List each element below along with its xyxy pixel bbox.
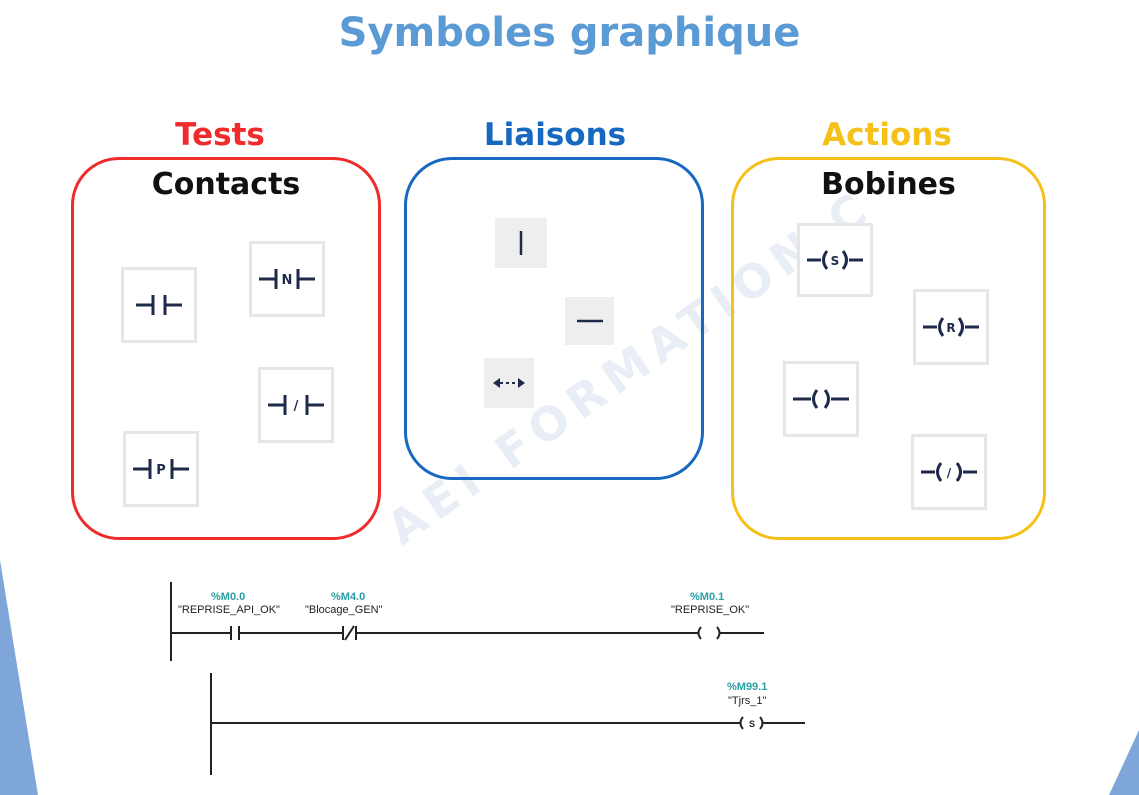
coil1-address: %M0.1 <box>690 591 725 603</box>
no-contact-symbol <box>121 267 197 343</box>
positive-edge-contact-symbol: P <box>123 431 199 507</box>
category-label-liaisons: Liaisons <box>483 117 627 153</box>
category-label-tests: Tests <box>175 117 265 153</box>
coil2-tag: "Tjrs_1" <box>728 695 767 707</box>
page-title: Symboles graphique <box>338 10 801 56</box>
edge-letter-n: N <box>282 273 293 288</box>
coil-icon <box>793 389 849 409</box>
coil2-left-arc <box>739 716 744 730</box>
contacts-heading: Contacts <box>151 167 301 202</box>
coil2-letter: S <box>749 719 755 729</box>
contact1-address: %M0.0 <box>211 591 246 603</box>
vertical-branch-symbol <box>495 218 547 268</box>
open-branch-symbol <box>484 358 534 408</box>
nc-contact-icon: / <box>268 395 324 415</box>
horizontal-line-icon <box>576 319 603 323</box>
coil-letter-s: S <box>831 254 840 268</box>
tests-box <box>71 157 381 540</box>
set-coil-symbol: S <box>797 223 873 297</box>
negative-edge-contact-symbol: N <box>249 241 325 317</box>
open-branch-icon <box>493 378 525 388</box>
coil1-right-arc <box>716 626 721 640</box>
nc-contact-symbol: / <box>258 367 334 443</box>
vertical-branch-icon <box>519 231 523 255</box>
contact2-tag: "Blocage_GEN" <box>305 604 383 616</box>
edge-letter-p: P <box>156 463 166 478</box>
negative-edge-contact-icon: N <box>259 269 315 289</box>
contact2-slash <box>344 625 355 641</box>
liaisons-box <box>404 157 704 480</box>
coil1-left-arc <box>697 626 702 640</box>
reset-coil-symbol: R <box>913 289 989 365</box>
positive-edge-contact-icon: P <box>133 459 189 479</box>
coil-symbol <box>783 361 859 437</box>
actions-box <box>731 157 1046 540</box>
decorative-triangle-right <box>1109 730 1139 795</box>
negated-coil-symbol: / <box>911 434 987 510</box>
coil2-right-arc <box>759 716 764 730</box>
reset-coil-icon: R <box>923 317 979 337</box>
no-contact-icon <box>136 295 182 315</box>
bobines-heading: Bobines <box>821 167 956 202</box>
contact2-address: %M4.0 <box>331 591 366 603</box>
negated-coil-icon: / <box>921 462 977 482</box>
nc-letter: / <box>294 399 299 414</box>
coil2-address: %M99.1 <box>727 681 768 693</box>
coil1-tag: "REPRISE_OK" <box>671 604 750 616</box>
set-coil-icon: S <box>807 250 863 270</box>
contact1-tag: "REPRISE_API_OK" <box>178 604 280 616</box>
coil-letter-slash: / <box>947 466 952 480</box>
horizontal-line-symbol <box>565 297 614 345</box>
coil-letter-r: R <box>946 321 955 335</box>
decorative-triangle-left <box>0 560 38 795</box>
category-label-actions: Actions <box>822 117 952 153</box>
